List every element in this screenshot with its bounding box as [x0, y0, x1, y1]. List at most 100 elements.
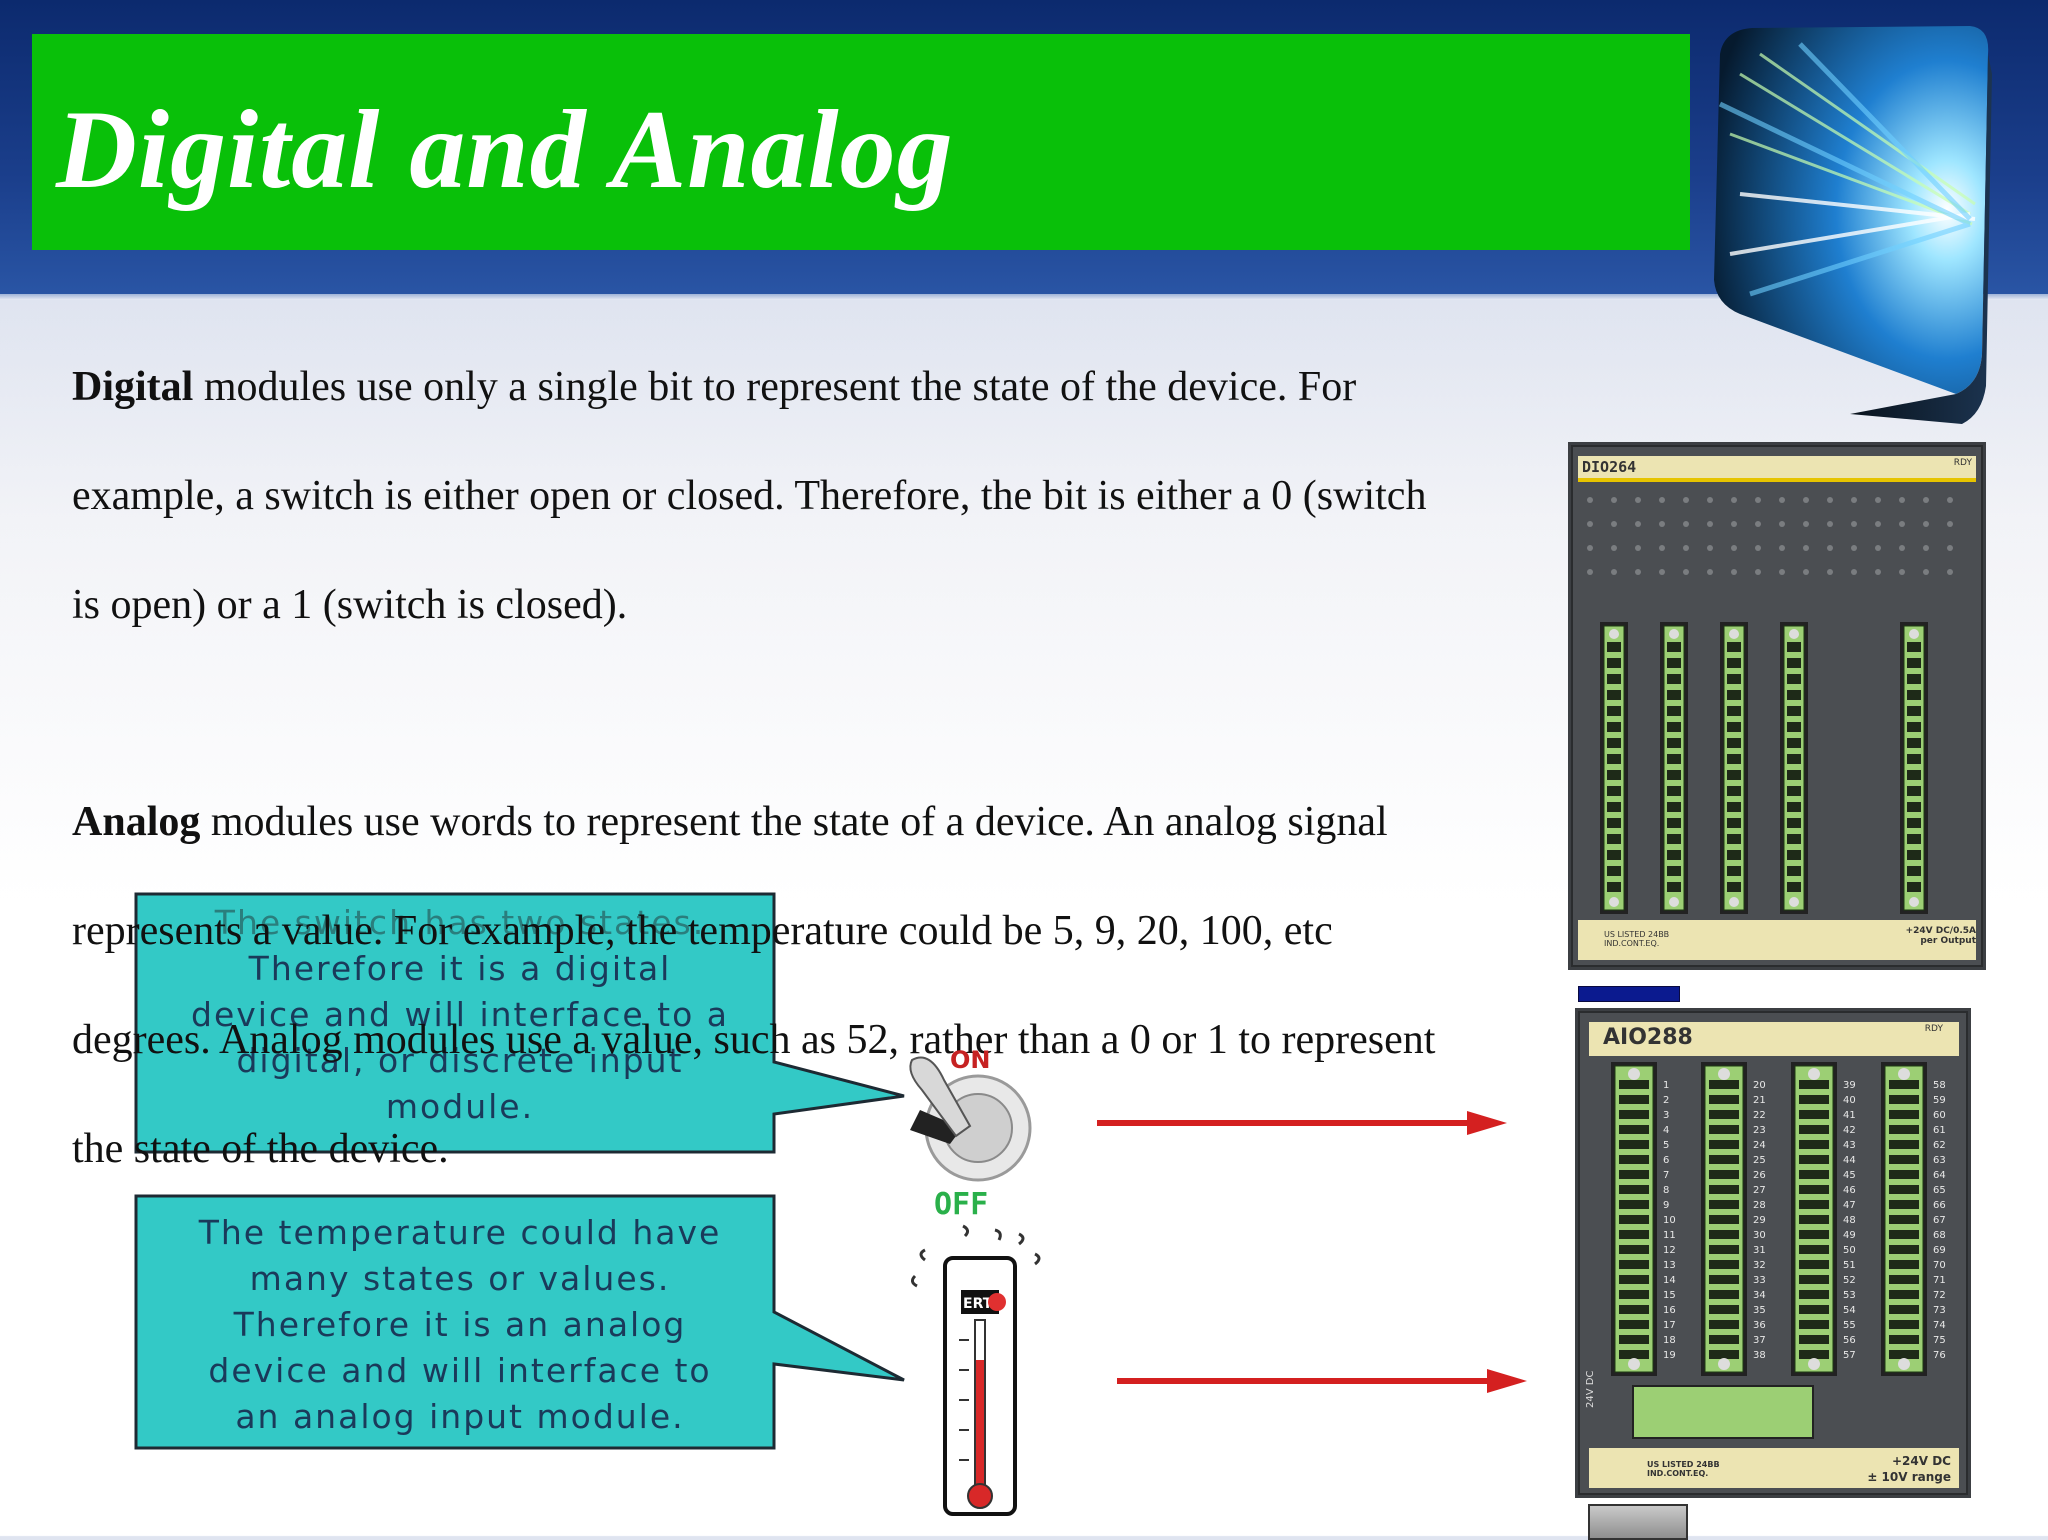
- led-indicator: [1587, 497, 1593, 503]
- terminal-number: 11: [1663, 1230, 1676, 1241]
- terminal-number: 53: [1843, 1290, 1856, 1301]
- terminal-number: 64: [1933, 1170, 1946, 1181]
- analog-paragraph-line-4: the state of the device.: [72, 1126, 449, 1172]
- led-indicator: [1827, 569, 1833, 575]
- terminal-number: 63: [1933, 1155, 1946, 1166]
- led-indicator: [1875, 521, 1881, 527]
- terminal-number: 39: [1843, 1080, 1856, 1091]
- terminal-number: 36: [1753, 1320, 1766, 1331]
- module-base-block: [1588, 1504, 1688, 1540]
- led-indicator: [1779, 545, 1785, 551]
- terminal-number: 43: [1843, 1140, 1856, 1151]
- terminal-number: 24: [1753, 1140, 1766, 1151]
- led-indicator: [1947, 545, 1953, 551]
- terminal-number: 56: [1843, 1335, 1856, 1346]
- terminal-number: 59: [1933, 1095, 1946, 1106]
- terminal-number: 62: [1933, 1140, 1946, 1151]
- terminal-number: 31: [1753, 1245, 1766, 1256]
- light-cube-graphic: [1714, 26, 1992, 424]
- led-indicator: [1635, 521, 1641, 527]
- terminal-number: 16: [1663, 1305, 1676, 1316]
- led-indicator: [1659, 521, 1665, 527]
- led-indicator: [1827, 545, 1833, 551]
- led-indicator: [1707, 569, 1713, 575]
- digital-paragraph-line-3: is open) or a 1 (switch is closed).: [72, 582, 628, 628]
- led-indicator: [1755, 569, 1761, 575]
- terminal-number: 73: [1933, 1305, 1946, 1316]
- slide-title: Digital and Analog: [56, 88, 954, 212]
- terminal-number: 8: [1663, 1185, 1669, 1196]
- terminal-number: 19: [1663, 1350, 1676, 1361]
- terminal-number: 6: [1663, 1155, 1669, 1166]
- led-indicator: [1851, 521, 1857, 527]
- led-indicator: [1827, 521, 1833, 527]
- led-indicator: [1731, 545, 1737, 551]
- terminal-number: 34: [1753, 1290, 1766, 1301]
- terminal-number: 72: [1933, 1290, 1946, 1301]
- led-indicator: [1899, 497, 1905, 503]
- led-indicator: [1635, 497, 1641, 503]
- led-indicator: [1947, 569, 1953, 575]
- analog-module-footer-right-2: ± 10V range: [1867, 1470, 1951, 1484]
- led-indicator: [1611, 545, 1617, 551]
- digital-paragraph-line-1: Digital modules use only a single bit to…: [72, 364, 1357, 410]
- terminal-number: 26: [1753, 1170, 1766, 1181]
- led-indicator: [1731, 521, 1737, 527]
- led-indicator: [1611, 569, 1617, 575]
- terminal-number: 58: [1933, 1080, 1946, 1091]
- led-indicator: [1851, 545, 1857, 551]
- terminal-number: 29: [1753, 1215, 1766, 1226]
- terminal-number: 13: [1663, 1260, 1676, 1271]
- terminal-number: 76: [1933, 1350, 1946, 1361]
- terminal-number: 46: [1843, 1185, 1856, 1196]
- terminal-number: 14: [1663, 1275, 1676, 1286]
- led-indicator: [1779, 521, 1785, 527]
- analog-module-footer-left: US LISTED 24BB IND.CONT.EQ.: [1647, 1460, 1720, 1478]
- led-indicator: [1923, 569, 1929, 575]
- terminal-number: 54: [1843, 1305, 1856, 1316]
- led-indicator: [1635, 569, 1641, 575]
- terminal-number: 41: [1843, 1110, 1856, 1121]
- terminal-number: 65: [1933, 1185, 1946, 1196]
- terminal-number: 55: [1843, 1320, 1856, 1331]
- terminal-number: 47: [1843, 1200, 1856, 1211]
- led-indicator: [1659, 497, 1665, 503]
- terminal-number: 48: [1843, 1215, 1856, 1226]
- terminal-number: 75: [1933, 1335, 1946, 1346]
- led-indicator: [1683, 569, 1689, 575]
- analog-paragraph-line-1: Analog modules use words to represent th…: [72, 799, 1388, 845]
- terminal-number: 49: [1843, 1230, 1856, 1241]
- terminal-number: 45: [1843, 1170, 1856, 1181]
- led-indicator: [1683, 545, 1689, 551]
- digital-io-module: DIO264 RDY US LISTED 24BB IND.CONT.EQ. +…: [1568, 442, 1986, 970]
- terminal-number: 57: [1843, 1350, 1856, 1361]
- led-indicator: [1947, 521, 1953, 527]
- terminal-number: 1: [1663, 1080, 1669, 1091]
- terminal-number: 28: [1753, 1200, 1766, 1211]
- led-indicator: [1611, 497, 1617, 503]
- terminal-number: 40: [1843, 1095, 1856, 1106]
- led-indicator: [1683, 497, 1689, 503]
- led-indicator: [1875, 569, 1881, 575]
- terminal-number: 60: [1933, 1110, 1946, 1121]
- digital-module-status: RDY: [1953, 458, 1972, 468]
- led-indicator: [1779, 497, 1785, 503]
- module-tag: [1578, 986, 1680, 1002]
- terminal-number: 3: [1663, 1110, 1669, 1121]
- analog-paragraph-line-3: degrees. Analog modules use a value, suc…: [72, 1017, 1436, 1063]
- terminal-number: 20: [1753, 1080, 1766, 1091]
- terminal-number: 70: [1933, 1260, 1946, 1271]
- terminal-number: 67: [1933, 1215, 1946, 1226]
- digital-callout-bubble: [134, 892, 905, 1154]
- led-indicator: [1731, 497, 1737, 503]
- led-indicator: [1803, 497, 1809, 503]
- terminal-number: 2: [1663, 1095, 1669, 1106]
- analog-callout-text: The temperature could have many states o…: [198, 1213, 722, 1436]
- terminal-number: 52: [1843, 1275, 1856, 1286]
- digital-arrow: [1097, 1111, 1507, 1135]
- led-indicator: [1923, 497, 1929, 503]
- terminal-number: 4: [1663, 1125, 1669, 1136]
- terminal-number: 50: [1843, 1245, 1856, 1256]
- terminal-number: 71: [1933, 1275, 1946, 1286]
- terminal-number: 69: [1933, 1245, 1946, 1256]
